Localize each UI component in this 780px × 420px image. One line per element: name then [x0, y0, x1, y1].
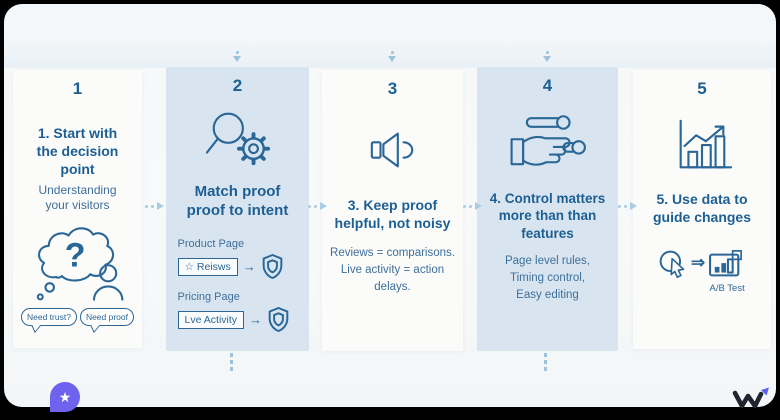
ab-test-visual: ⇒ A/B Test [658, 249, 746, 294]
step-heading: 5. Use data to guide changes [652, 191, 752, 225]
speech-bubble: Need proof [79, 307, 134, 326]
step-column-1: 1 1. Start with the decision point Under… [13, 70, 142, 348]
mapping-row: ☆Reisws → [177, 253, 284, 280]
dotted-line-icon [230, 353, 233, 371]
star-icon: ★ [58, 388, 72, 405]
proof-chip: ☆Reisws [177, 257, 238, 276]
magnifier-gear-icon [205, 112, 270, 166]
step-body: Reviews = comparisons. Live activity = a… [330, 246, 455, 294]
proof-mapping-rows: Product Page ☆Reisws → Pricing Page Lve … [177, 238, 298, 344]
step-heading: 1. Start with the decision point [36, 125, 119, 177]
step-column-5: 5 5. Use data to guide changes ⇒ A/B Tes… [633, 70, 771, 349]
ab-test-label: A/B Test [709, 282, 745, 294]
dotted-arrow-right-icon [308, 202, 327, 210]
dotted-arrow-right-icon [463, 202, 482, 210]
speaker-icon [370, 132, 413, 168]
step-heading: 3. Keep proof helpful, not noisy [334, 197, 451, 231]
step-heading: Match proof proof to intent [186, 183, 289, 220]
speech-bubbles: Need trust? Need proof [20, 307, 134, 326]
step-subtitle: Understanding your visitors [38, 182, 117, 213]
dotted-arrow-right-icon [145, 202, 164, 210]
dotted-arrow-down-icon [233, 51, 241, 62]
speech-bubble: Need trust? [20, 307, 77, 326]
svg-text:?: ? [64, 237, 85, 275]
step-column-4: 4 4. Control matters more than than feat… [477, 67, 618, 351]
step-number: 3 [387, 79, 398, 98]
dotted-arrow-down-icon [543, 51, 551, 62]
right-arrow-icon: → [249, 312, 263, 328]
proof-chip-label: Reisws [196, 260, 231, 273]
step-number: 2 [232, 76, 243, 95]
step-column-2: 2 Match proof proof to intent Product Pa… [166, 67, 309, 351]
dotted-arrow-right-icon [618, 202, 637, 210]
step-body: Page level rules, Timing control, Easy e… [504, 254, 591, 302]
shield-icon [262, 254, 283, 280]
star-icon: ☆ [184, 260, 194, 273]
step-number: 5 [697, 79, 707, 98]
growth-chart-icon [679, 119, 733, 169]
right-arrow-icon: → [242, 259, 256, 275]
star-badge: ★ [50, 382, 80, 412]
mapping-row: Lve Activity → [177, 306, 291, 333]
thought-bubble-question-icon: ? [36, 227, 123, 301]
proof-chip-label: Lve Activity [184, 313, 238, 326]
top-band-decoration [4, 34, 776, 68]
step-heading: 4. Control matters more than than featur… [489, 191, 606, 241]
brand-w-logo [732, 387, 769, 409]
page-label: Product Page [177, 238, 245, 251]
cursor-click-icon [659, 250, 685, 278]
proof-chip: Lve Activity [177, 310, 245, 329]
implies-arrow-icon: ⇒ [690, 252, 706, 272]
shield-icon [268, 307, 289, 333]
page-label: Pricing Page [177, 291, 240, 304]
step-number: 4 [542, 76, 553, 95]
ab-test-chart-icon [709, 249, 743, 277]
dotted-arrow-down-icon [388, 51, 396, 62]
step-number: 1 [72, 79, 83, 98]
hand-sliders-icon [510, 115, 586, 166]
step-column-3: 3 3. Keep proof helpful, not noisy Revie… [322, 70, 463, 351]
dotted-line-icon [544, 353, 547, 371]
